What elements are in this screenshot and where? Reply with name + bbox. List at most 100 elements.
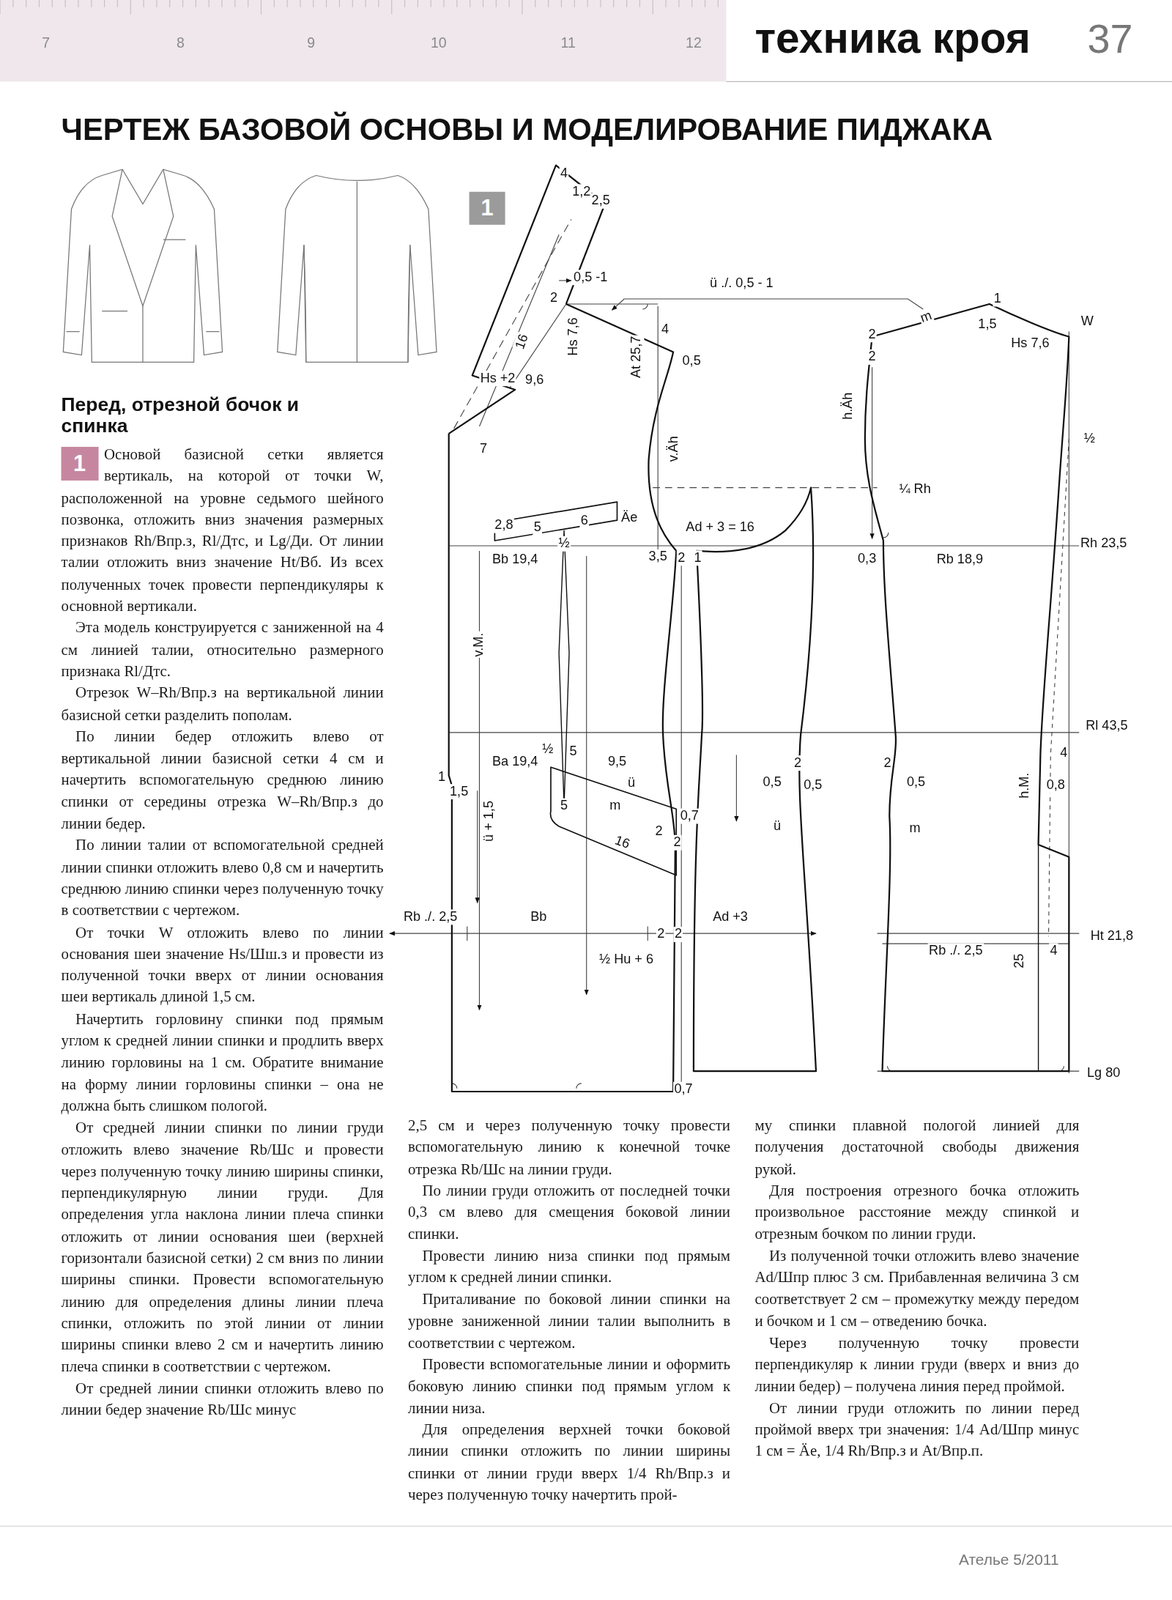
dimension-label: v.M.: [471, 631, 488, 658]
drawing-stroke: [62, 169, 222, 362]
dimension-label: 2: [867, 349, 877, 365]
ruler-tick: [509, 0, 510, 8]
ruler-tick: [25, 0, 27, 8]
body-paragraph: От линии груди отложить по линии перед п…: [754, 1397, 1079, 1463]
dimension-label: Hs 7,6: [565, 316, 581, 357]
dimension-label: 0,8: [1045, 777, 1066, 794]
dimension-label: Rl 43,5: [1084, 718, 1129, 734]
dimension-label: 2: [656, 926, 666, 942]
ruler-number: 11: [561, 34, 576, 51]
drawing-stroke: [389, 933, 817, 934]
dimension-label: ½: [541, 742, 555, 758]
drawing-stroke: [303, 181, 411, 362]
dimension-label: Ad + 3 = 16: [684, 520, 756, 536]
drawing-stroke: [479, 550, 480, 1011]
dimension-label: 3,5: [647, 549, 669, 565]
drawing-stroke: [0, 0, 726, 82]
dimension-label: Rb ./. 2,5: [928, 942, 984, 959]
dimension-label: ½: [1082, 430, 1096, 447]
dimension-label: Äe: [620, 510, 639, 526]
body-paragraph: Эта модель конструируется с заниженной н…: [61, 617, 384, 683]
dimension-label: Lg 80: [1086, 1065, 1122, 1082]
dimension-label: 16: [512, 331, 532, 353]
ruler-tick: [52, 0, 53, 8]
ruler-tick: [365, 0, 367, 8]
ruler-tick: [221, 0, 222, 8]
ruler-tick: [534, 0, 536, 8]
drawing-stroke: [476, 790, 478, 903]
dimension-label: 0,3: [857, 551, 878, 567]
ruler-tick: [417, 0, 419, 8]
drawing-stroke: [449, 303, 677, 1092]
dimension-label: Hs 7,6: [1010, 336, 1051, 352]
dimension-label: 0,7: [673, 1081, 694, 1098]
drawing-stroke: [871, 366, 873, 539]
drawing-stroke: [586, 555, 587, 995]
ruler-tick: [117, 0, 118, 8]
ruler-tick: [130, 0, 132, 14]
ruler-tick: [260, 0, 262, 14]
drawing-stroke: [479, 234, 566, 427]
dimension-label: W: [1079, 313, 1095, 329]
ruler-tick: [143, 0, 145, 8]
drawing-stroke: [66, 239, 220, 362]
jacket-sketch: [62, 169, 437, 362]
ruler-tick: [652, 0, 654, 14]
ruler-tick: [195, 0, 197, 8]
ruler-tick: [339, 0, 340, 8]
dimension-label: 7: [479, 440, 489, 457]
body-paragraph: Основой базисной сетки является вертикал…: [61, 443, 384, 618]
ruler-tick: [717, 0, 719, 8]
dimension-label: m: [908, 820, 922, 836]
ruler-tick: [287, 0, 288, 8]
dimension-label: 0,7: [679, 808, 700, 825]
dimension-label: h.M.: [1017, 771, 1033, 800]
dimension-label: 0,5: [761, 774, 783, 791]
ruler-tick: [90, 0, 92, 8]
ruler-tick: [456, 0, 458, 8]
ruler-tick: [377, 0, 379, 8]
dimension-label: At 25,7: [629, 334, 645, 379]
step-number-box: 1: [469, 191, 506, 225]
page-number: 37: [1087, 16, 1133, 63]
dimension-label: m: [608, 798, 622, 814]
drawing-stroke: [865, 303, 1070, 1071]
footer-text: Ателье 5/2011: [958, 1550, 1060, 1569]
body-paragraph: Отрезок W–Rh/Впр.з на вертикальной линии…: [61, 682, 384, 726]
drawing-stroke: [725, 81, 1172, 83]
ruler-tick: [469, 0, 471, 8]
drawing-stroke: [550, 766, 677, 876]
ruler-number: 7: [41, 34, 50, 51]
dimension-label: Ba 19,4: [491, 754, 540, 770]
drawing-stroke: [277, 175, 437, 363]
dimension-label: ½ Hu + 6: [598, 952, 655, 968]
body-paragraph: Для построения отрезного бочка отложить …: [754, 1180, 1079, 1246]
dimension-label: Bb: [529, 909, 548, 925]
ruler-tick: [404, 0, 406, 8]
dimension-label: 2,5: [590, 193, 611, 209]
body-paragraph: Из полученной точки отложить влево значе…: [754, 1245, 1079, 1333]
dimension-label: 1,5: [977, 316, 998, 332]
ruler-number: 12: [685, 34, 702, 51]
drawing-stroke: [449, 303, 1080, 1074]
drawing-stroke: [1048, 438, 1070, 937]
dimension-label: 4: [659, 321, 670, 337]
dimension-label: 1: [692, 550, 703, 566]
ruler-number: 8: [176, 34, 185, 51]
dimension-label: 1: [992, 291, 1003, 307]
ruler-tick: [613, 0, 614, 8]
ruler-tick: [678, 0, 680, 8]
ruler-tick: [234, 0, 236, 8]
body-paragraph: 2,5 см и через полученную точку провести…: [408, 1114, 731, 1181]
dimension-label: 0,5: [905, 774, 926, 791]
drawing-stroke: [0, 0, 718, 14]
dimension-label: 6: [579, 513, 589, 529]
ruler-tick: [38, 0, 40, 8]
dimension-label: 5: [559, 798, 570, 814]
dimension-label: ü: [772, 818, 783, 835]
drawing-stroke: [558, 530, 570, 806]
drawing-stroke: [1037, 844, 1039, 1071]
ruler-tick: [12, 0, 14, 8]
ruler-tick: [587, 0, 589, 8]
ruler-tick: [521, 0, 523, 14]
